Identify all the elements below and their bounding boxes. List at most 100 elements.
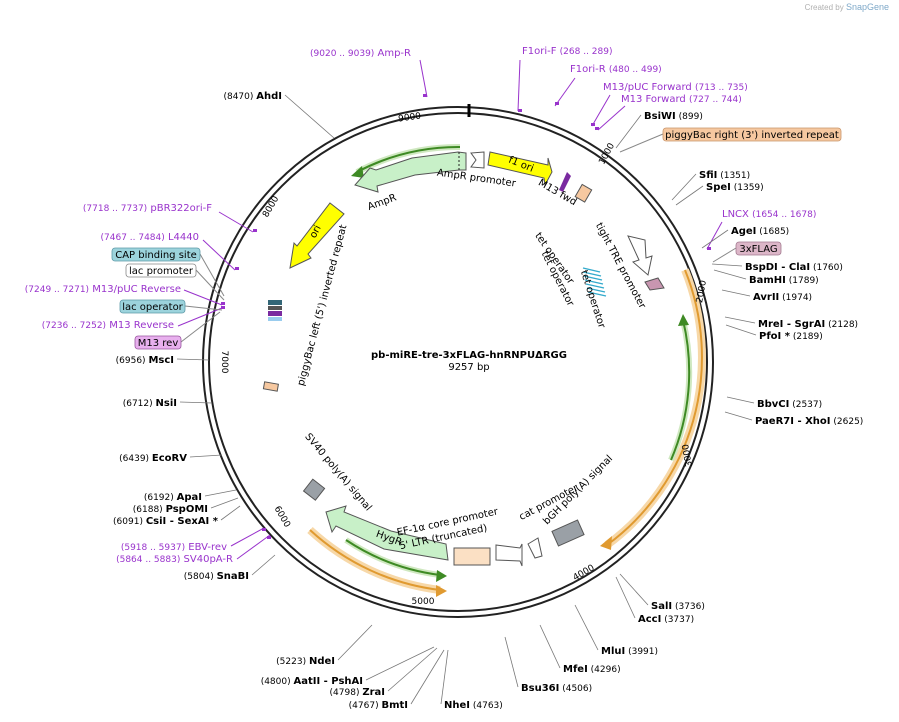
lac-operator-leader	[184, 305, 223, 311]
enzyme-leader-nhei	[440, 649, 449, 705]
feature-box-lac-operator	[119, 299, 186, 314]
enzyme-leader-spei	[675, 185, 704, 206]
bgh-polya-feature	[551, 519, 585, 547]
m13-forward-leader	[597, 105, 626, 131]
primer-site-m13-reverse	[221, 306, 225, 309]
3xflag-feature	[644, 277, 665, 291]
primer-site-pbr322ori-f	[253, 229, 257, 232]
enzyme-label-pfoi: PfoI * (2189)	[759, 331, 823, 342]
tick-label-9000: 9000	[398, 111, 422, 124]
ebv-rev-leader	[230, 527, 265, 547]
tick-label-4000: 4000	[572, 563, 597, 583]
enzyme-leader-avrii	[721, 289, 751, 297]
enzyme-label-sfii: SfiI (1351)	[699, 170, 750, 181]
feature-label-ampr-3: AmpR	[366, 192, 398, 213]
plasmid-name: pb-miRE-tre-3xFLAG-hnRNPUΔRGG	[371, 350, 567, 361]
enzyme-leader-acci	[615, 576, 636, 619]
orf-arc-right-head	[600, 536, 612, 550]
green-arc-bottom-head	[436, 570, 447, 582]
primer-label-l4440: (7467 .. 7484) L4440	[101, 232, 200, 243]
enzyme-leader-ecorv	[189, 454, 223, 458]
enzyme-label-pspomi: (6188) PspOMI	[133, 504, 208, 515]
feature-label-sv40-poly-a-signal-10: SV40 poly(A) signal	[302, 431, 373, 513]
enzyme-label-nsii: (6712) NsiI	[123, 398, 177, 409]
enzyme-label-bsu36i: Bsu36I (4506)	[521, 683, 592, 694]
m13-fwd-feature	[559, 172, 571, 192]
enzyme-label-ecorv: (6439) EcoRV	[119, 453, 187, 464]
primer-label-m13-puc-reverse: (7249 .. 7271) M13/pUC Reverse	[25, 284, 181, 295]
enzyme-label-acci: AccI (3737)	[638, 614, 694, 625]
ori-feature	[289, 202, 345, 269]
primer-label-m13-puc-forward: M13/pUC Forward (713 .. 735)	[603, 82, 748, 93]
backbone-outer-ring	[202, 106, 714, 618]
enzyme-leader-zrai	[387, 647, 438, 692]
amp-r-leader	[419, 59, 428, 98]
enzyme-label-sali: SalI (3736)	[651, 601, 705, 612]
primer-site-f1ori-r	[555, 102, 559, 105]
enzyme-leader-mrei-sgrai	[724, 316, 756, 324]
enzyme-leader-bspdi-clai	[711, 263, 743, 267]
enzyme-label-bspdi-clai: BspDI - ClaI (1760)	[745, 262, 843, 273]
enzyme-label-bmti: (4767) BmtI	[349, 700, 408, 711]
primer-site-m13-puc-reverse	[221, 302, 225, 305]
enzyme-leader-bbvci	[726, 396, 755, 404]
lac-promoter-feature	[268, 306, 282, 310]
m13-rev-feature	[268, 311, 282, 316]
enzyme-leader-bamhi	[713, 269, 747, 280]
feature-box-3xflag	[735, 241, 782, 256]
green-arc-right-head	[678, 314, 689, 326]
piggybac-right-feature	[574, 183, 593, 203]
primer-site-l4440	[235, 267, 239, 270]
primer-site-f1ori-f	[518, 109, 522, 112]
snapgene-brand: Created by SnapGene	[805, 2, 889, 12]
feature-box-label-piggybac-right-3-inverted-repeat: piggyBac right (3') inverted repeat	[665, 130, 839, 141]
enzyme-leader-mlui	[574, 604, 599, 651]
enzyme-label-mfei: MfeI (4296)	[563, 664, 621, 675]
feature-label-ori-4: ori	[308, 223, 324, 240]
primer-site-lncx	[707, 247, 711, 250]
enzyme-leader-pspomi	[210, 497, 239, 509]
primer-label-pbr322ori-f: (7718 .. 7737) pBR322ori-F	[83, 203, 212, 214]
feature-box-cap-binding-site	[111, 247, 201, 262]
ampr-promoter-feature	[470, 151, 485, 169]
green-arc-top	[356, 145, 461, 173]
piggybac-right-leader	[619, 133, 664, 153]
enzyme-label-snabi: (5804) SnaBI	[184, 571, 249, 582]
feature-box-label-3xflag: 3xFLAG	[739, 244, 777, 255]
feature-box-label-m13-rev: M13 rev	[138, 338, 179, 349]
m13-rev-leader	[180, 311, 221, 343]
feature-box-piggybac-right-3-inverted-repeat	[662, 127, 842, 142]
enzyme-leader-ahdi	[284, 94, 335, 139]
tet-operators-feature	[582, 267, 607, 297]
feature-box-label-lac-promoter: lac promoter	[129, 266, 194, 277]
tick-label-6000: 6000	[272, 505, 292, 530]
lac-promoter-leader	[195, 269, 225, 301]
enzyme-leader-csii-sexai	[220, 505, 241, 521]
3xflag-leader	[712, 247, 737, 263]
enzyme-label-bbvci: BbvCI (2537)	[757, 399, 822, 410]
ampr-feature	[354, 151, 467, 193]
enzyme-label-paer7i-xhoi: PaeR7I - XhoI (2625)	[755, 416, 863, 427]
enzyme-leader-aatii-pshai	[365, 646, 435, 681]
hygr-feature	[325, 505, 449, 561]
lncx-leader	[706, 221, 723, 250]
enzyme-label-bsiwi: BsiWI (899)	[644, 111, 703, 122]
f1ori-f-leader	[517, 59, 521, 112]
snapgene-logo: SnapGene	[845, 2, 889, 12]
primer-site-m13-puc-forward	[591, 123, 595, 126]
primer-site-m13-forward	[595, 127, 599, 130]
enzyme-leader-pfoi	[725, 324, 757, 336]
green-arc-top-head	[351, 166, 364, 178]
feature-box-label-lac-operator: lac operator	[122, 302, 183, 313]
cap-binding-feature	[268, 317, 282, 321]
enzyme-label-bamhi: BamHI (1789)	[749, 275, 819, 286]
orf-arc-bottom	[309, 529, 441, 591]
ef1a-promoter-feature	[495, 543, 523, 567]
green-arc-right	[670, 319, 691, 461]
enzyme-label-zrai: (4798) ZraI	[330, 687, 385, 698]
primer-label-f1ori-r: F1ori-R (480 .. 499)	[570, 64, 662, 75]
brand-created-by: Created by	[804, 3, 844, 12]
enzyme-label-spei: SpeI (1359)	[706, 182, 764, 193]
primer-label-ebv-rev: (5918 .. 5937) EBV-rev	[121, 542, 227, 553]
cat-promoter-feature	[527, 537, 543, 559]
